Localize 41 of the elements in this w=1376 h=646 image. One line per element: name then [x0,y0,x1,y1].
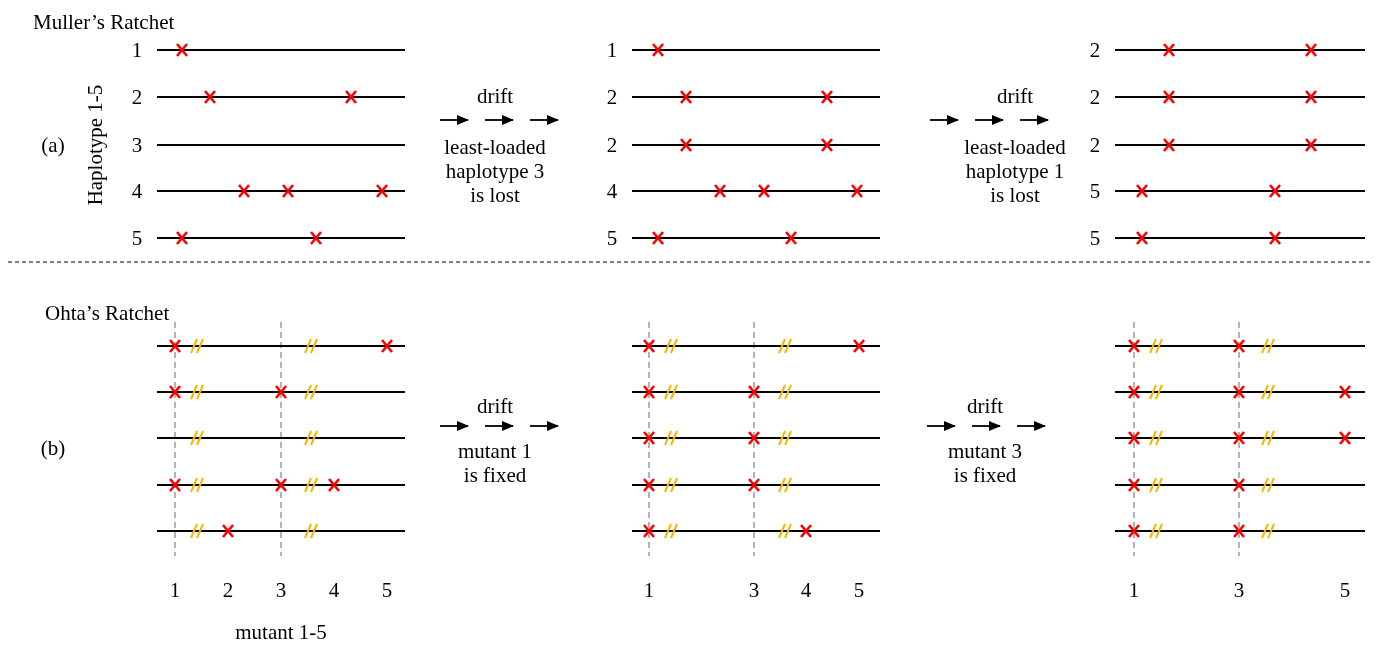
section-heading: Ohta’s Ratchet [45,301,170,325]
row-label: 4 [800,578,812,602]
row-label: 2 [1089,133,1101,157]
row-label: drift [996,84,1034,108]
row-label: drift [966,394,1004,418]
row-label: 2 [222,578,234,602]
row-label: 3 [275,578,287,602]
caption-text: mutant 1 is fixed [456,439,534,487]
row-label: (a) [41,133,65,157]
row-label: 2 [1089,38,1101,62]
row-label: 5 [606,226,618,250]
row-label: 3 [748,578,760,602]
row-label: 2 [131,85,143,109]
row-label: 1 [643,578,655,602]
row-label: (b) [40,436,66,460]
row-label: 2 [606,85,618,109]
row-label: 2 [606,133,618,157]
row-label: 5 [381,578,393,602]
row-label: 5 [1089,226,1101,250]
row-label: 5 [853,578,865,602]
caption-text: least-loaded haplotype 1 is lost [963,135,1067,207]
row-label: 1 [131,38,143,62]
row-label: drift [476,394,514,418]
row-label: 4 [131,179,143,203]
row-label: mutant 1-5 [235,620,327,644]
row-label: 4 [606,179,618,203]
row-label: 2 [1089,85,1101,109]
caption-text: least-loaded haplotype 3 is lost [443,135,547,207]
row-label: 5 [1339,578,1351,602]
row-label: 5 [1089,179,1101,203]
row-label: 3 [131,133,143,157]
row-label: 4 [328,578,340,602]
row-label: 1 [169,578,181,602]
row-label: 5 [131,226,143,250]
row-label: drift [476,84,514,108]
caption-text: mutant 3 is fixed [946,439,1024,487]
row-label: 3 [1233,578,1245,602]
section-heading: Muller’s Ratchet [33,10,175,34]
row-label: 1 [606,38,618,62]
row-label: 1 [1128,578,1140,602]
axis-title: Haplotype 1-5 [83,84,107,206]
